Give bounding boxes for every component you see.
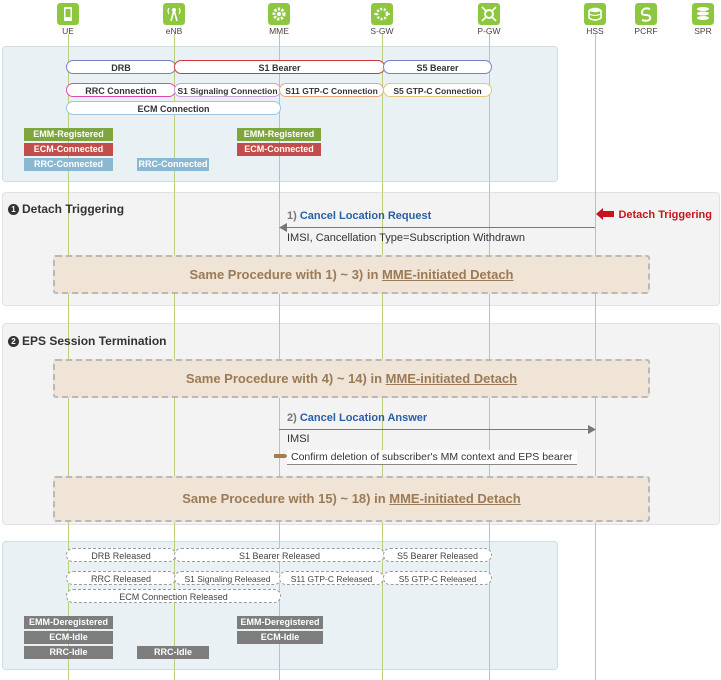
s1-signaling-released: S1 Signaling Released — [174, 571, 281, 585]
section-title: EPS Session Termination — [22, 334, 167, 348]
enb-icon — [163, 3, 185, 25]
enb-rrc-idle: RRC-Idle — [137, 646, 209, 659]
node-label: S-GW — [370, 26, 394, 36]
node-pcrf: PCRF — [626, 3, 666, 36]
message-name: Cancel Location Request — [299, 210, 432, 222]
cancel-location-answer-params: IMSI — [287, 433, 310, 445]
ecm-connection-released: ECM Connection Released — [66, 589, 281, 603]
arrowhead-left-icon — [279, 223, 287, 232]
section-title: Detach Triggering — [22, 202, 125, 216]
s1-signaling-connection: S1 Signaling Connection — [174, 83, 281, 97]
lifeline-pgw — [489, 34, 490, 680]
mme-initiated-detach-link[interactable]: MME-initiated Detach — [389, 491, 521, 506]
node-label: PCRF — [634, 26, 658, 36]
procedure-box-2: Same Procedure with 4) ~ 14) in MME-init… — [53, 359, 650, 398]
cancel-location-request-arrow — [284, 227, 595, 228]
section-number-badge: 2 — [8, 336, 19, 347]
drb-released: DRB Released — [66, 548, 176, 562]
rrc-connection: RRC Connection — [66, 83, 176, 97]
procedure-text: Same Procedure with 4) ~ 14) in — [185, 371, 386, 386]
ue-icon — [57, 3, 79, 25]
trigger-label: Detach Triggering — [618, 209, 712, 221]
s5-bearer: S5 Bearer — [383, 60, 492, 74]
node-label: HSS — [586, 26, 604, 36]
mme-initiated-detach-link[interactable]: MME-initiated Detach — [382, 267, 514, 282]
node-label: eNB — [165, 26, 183, 36]
lifeline-sgw — [382, 34, 383, 680]
message-name: Cancel Location Answer — [299, 412, 428, 424]
s5-bearer-released: S5 Bearer Released — [383, 548, 492, 562]
ue-emm-registered: EMM-Registered — [24, 128, 113, 141]
node-spr: SPR — [683, 3, 721, 36]
mme-ecm-connected: ECM-Connected — [237, 143, 321, 156]
message-number: 1) — [287, 210, 297, 222]
trigger-arrow-icon — [596, 207, 614, 220]
pcrf-icon — [635, 3, 657, 25]
node-label: UE — [62, 26, 74, 36]
ue-rrc-idle: RRC-Idle — [24, 646, 113, 659]
mme-emm-registered: EMM-Registered — [237, 128, 321, 141]
arrowhead-right-icon — [588, 425, 596, 434]
s5-gtpc-released: S5 GTP-C Released — [383, 571, 492, 585]
lifeline-enb — [174, 34, 175, 680]
ecm-connection: ECM Connection — [66, 101, 281, 115]
drb-bearer: DRB — [66, 60, 176, 74]
ue-rrc-connected: RRC-Connected — [24, 158, 113, 171]
pgw-icon — [478, 3, 500, 25]
mme-icon — [268, 3, 290, 25]
procedure-text: Same Procedure with 1) ~ 3) in — [189, 267, 383, 282]
mme-initiated-detach-link[interactable]: MME-initiated Detach — [385, 371, 518, 386]
node-label: MME — [269, 26, 289, 36]
mme-ecm-idle: ECM-Idle — [237, 631, 323, 644]
s11-gtpc-released: S11 GTP-C Released — [279, 571, 384, 585]
section-number-badge: 1 — [8, 204, 19, 215]
node-hss: HSS — [575, 3, 615, 36]
s5-gtpc-connection: S5 GTP-C Connection — [383, 83, 492, 97]
rrc-released: RRC Released — [66, 571, 176, 585]
lifeline-mme — [279, 34, 280, 680]
node-pgw: P-GW — [469, 3, 509, 36]
message-number: 2) — [287, 412, 297, 424]
ue-ecm-idle: ECM-Idle — [24, 631, 113, 644]
cancel-location-request-params: IMSI, Cancellation Type=Subscription Wit… — [287, 232, 525, 244]
ue-emm-deregistered: EMM-Deregistered — [24, 616, 113, 629]
trigger-indicator: Detach Triggering — [596, 205, 712, 223]
lifeline-hss — [595, 34, 596, 680]
procedure-box-1: Same Procedure with 1) ~ 3) in MME-initi… — [53, 255, 650, 294]
note-marker-icon — [274, 454, 288, 458]
node-label: SPR — [694, 26, 712, 36]
ue-ecm-connected: ECM-Connected — [24, 143, 113, 156]
procedure-box-3: Same Procedure with 15) ~ 18) in MME-ini… — [53, 476, 650, 522]
spr-icon — [692, 3, 714, 25]
s11-gtpc-connection: S11 GTP-C Connection — [279, 83, 384, 97]
enb-rrc-connected: RRC-Connected — [137, 158, 209, 171]
node-label: P-GW — [477, 26, 501, 36]
lifeline-ue — [68, 34, 69, 680]
cancel-location-request-label: 1) Cancel Location Request — [287, 210, 431, 222]
cancel-location-answer-arrow — [279, 429, 588, 430]
node-ue: UE — [48, 3, 88, 36]
s1-bearer-released: S1 Bearer Released — [174, 548, 385, 562]
hss-icon — [584, 3, 606, 25]
s1-bearer: S1 Bearer — [174, 60, 385, 74]
sgw-icon — [371, 3, 393, 25]
procedure-text: Same Procedure with 15) ~ 18) in — [182, 491, 390, 506]
mme-emm-deregistered: EMM-Deregistered — [237, 616, 323, 629]
node-mme: MME — [259, 3, 299, 36]
cancel-location-answer-label: 2) Cancel Location Answer — [287, 412, 427, 424]
node-enb: eNB — [154, 3, 194, 36]
node-sgw: S-GW — [362, 3, 402, 36]
confirm-deletion-note: Confirm deletion of subscriber's MM cont… — [287, 450, 577, 465]
